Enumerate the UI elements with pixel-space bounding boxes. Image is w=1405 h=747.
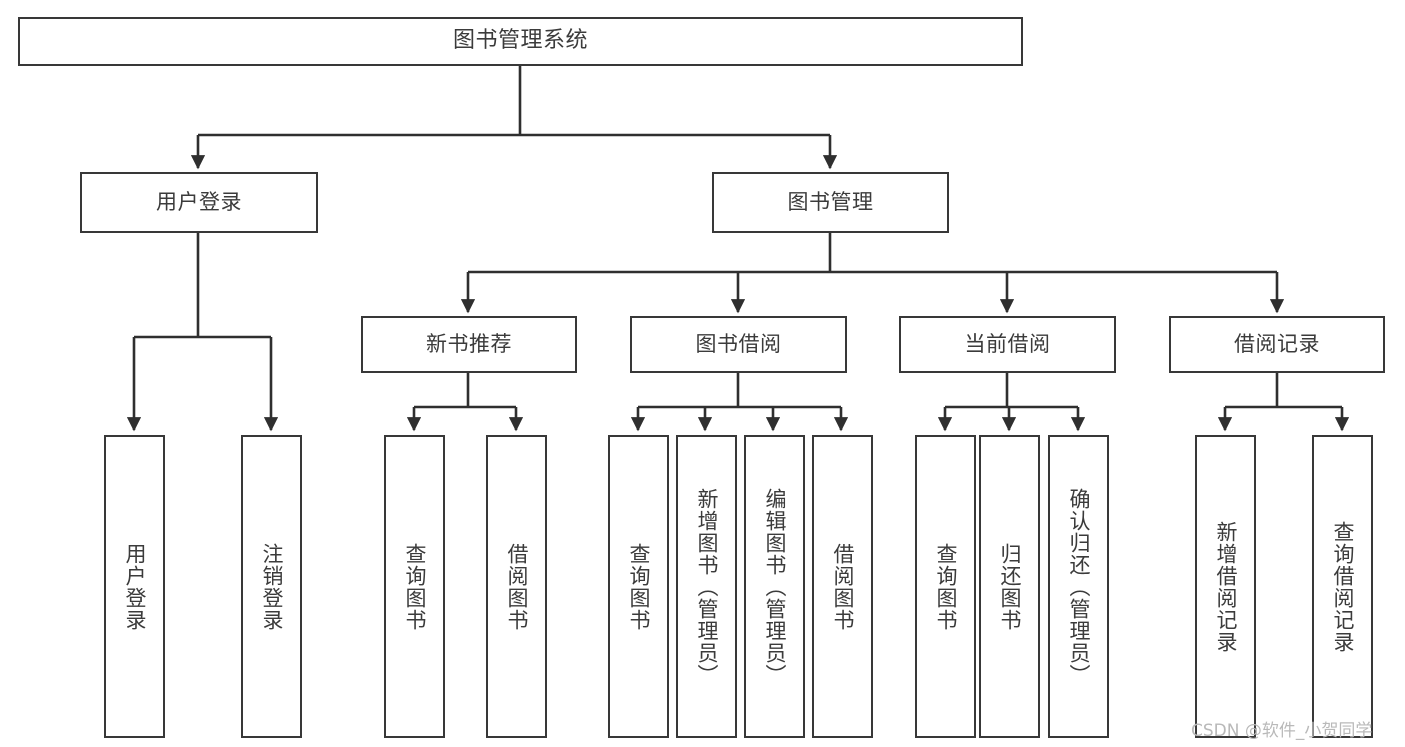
leaf-user-login-logout-label: 注销登录 [259,542,284,631]
node-root-system-label: 图书管理系统 [452,28,588,54]
node-root-system[interactable]: 图书管理系统 [18,17,1023,66]
leaf-book-borrow-edit[interactable]: 编辑图书（管理员） [744,435,805,738]
leaf-book-borrow-add[interactable]: 新增图书（管理员） [676,435,737,738]
leaf-book-borrow-edit-label: 编辑图书（管理员） [762,487,787,686]
leaf-book-borrow-query[interactable]: 查询图书 [608,435,669,738]
node-book-management[interactable]: 图书管理 [712,172,949,233]
leaf-new-book-query[interactable]: 查询图书 [384,435,445,738]
node-user-login-label: 用户登录 [156,189,242,214]
leaf-new-book-query-label: 查询图书 [402,542,427,631]
leaf-current-borrow-return[interactable]: 归还图书 [979,435,1040,738]
leaf-new-book-borrow[interactable]: 借阅图书 [486,435,547,738]
leaf-current-borrow-confirm-label: 确认归还（管理员） [1066,487,1091,686]
node-new-book-recommend[interactable]: 新书推荐 [361,316,577,373]
node-current-borrow-label: 当前借阅 [964,331,1051,356]
node-user-login[interactable]: 用户登录 [80,172,318,233]
leaf-user-login-login-label: 用户登录 [122,542,147,631]
node-book-borrow-label: 图书借阅 [695,331,782,356]
node-book-borrow[interactable]: 图书借阅 [630,316,847,373]
csdn-watermark: CSDN @软件_小贺同学 [1191,721,1373,741]
leaf-current-borrow-confirm[interactable]: 确认归还（管理员） [1048,435,1109,738]
leaf-new-book-borrow-label: 借阅图书 [504,542,529,631]
node-borrow-record-label: 借阅记录 [1234,331,1320,356]
node-current-borrow[interactable]: 当前借阅 [899,316,1116,373]
node-borrow-record[interactable]: 借阅记录 [1169,316,1385,373]
leaf-user-login-logout[interactable]: 注销登录 [241,435,302,738]
leaf-book-borrow-query-label: 查询图书 [626,542,651,631]
leaf-book-borrow-borrow[interactable]: 借阅图书 [812,435,873,738]
leaf-current-borrow-query[interactable]: 查询图书 [915,435,976,738]
leaf-current-borrow-return-label: 归还图书 [997,542,1022,631]
leaf-borrow-record-query-label: 查询借阅记录 [1330,520,1355,653]
node-new-book-recommend-label: 新书推荐 [426,331,512,356]
node-book-management-label: 图书管理 [787,189,874,214]
leaf-borrow-record-add[interactable]: 新增借阅记录 [1195,435,1256,738]
leaf-borrow-record-query[interactable]: 查询借阅记录 [1312,435,1373,738]
leaf-book-borrow-add-label: 新增图书（管理员） [694,487,719,686]
leaf-user-login-login[interactable]: 用户登录 [104,435,165,738]
leaf-borrow-record-add-label: 新增借阅记录 [1213,520,1238,653]
leaf-book-borrow-borrow-label: 借阅图书 [830,542,855,631]
leaf-current-borrow-query-label: 查询图书 [933,542,958,631]
